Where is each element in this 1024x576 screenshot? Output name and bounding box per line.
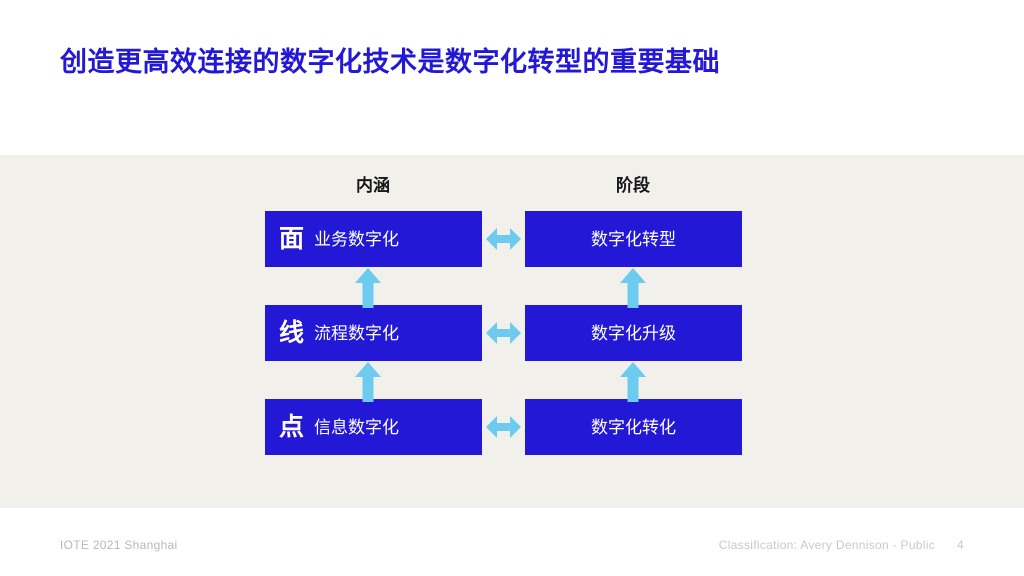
diagram-row: 面 业务数字化 数字化转型	[0, 211, 1024, 267]
stage-code-2: 点	[279, 412, 305, 441]
footer-right-group: Classification: Avery Dennison - Public …	[719, 538, 964, 552]
inner-box-0[interactable]: 面 业务数字化	[265, 211, 482, 267]
column-header-right: 阶段	[616, 176, 650, 195]
phase-box-2[interactable]: 数字化转化	[525, 399, 742, 455]
phase-label-0: 数字化转型	[591, 229, 676, 249]
page-title: 创造更高效连接的数字化技术是数字化转型的重要基础	[60, 47, 720, 77]
inner-box-2[interactable]: 点 信息数字化	[265, 399, 482, 455]
footer-event-label: IOTE 2021 Shanghai	[60, 538, 178, 552]
double-arrow-icon-2	[486, 412, 521, 442]
phase-label-2: 数字化转化	[591, 417, 676, 437]
phase-box-0[interactable]: 数字化转型	[525, 211, 742, 267]
stage-code-1: 线	[279, 318, 305, 347]
stage-label-2: 信息数字化	[314, 417, 400, 437]
column-header-left: 内涵	[356, 176, 390, 195]
footer-classification: Classification: Avery Dennison - Public	[718, 538, 936, 552]
diagram-row: 点 信息数字化 数字化转化	[0, 399, 1024, 455]
phase-label-1: 数字化升级	[591, 323, 676, 343]
stage-label-1: 流程数字化	[314, 323, 400, 343]
double-arrow-icon-0	[486, 224, 521, 254]
stage-label-0: 业务数字化	[314, 229, 400, 249]
stage-code-0: 面	[279, 224, 305, 253]
double-arrow-icon-1	[486, 318, 521, 348]
diagram-row: 线 流程数字化 数字化升级	[0, 305, 1024, 361]
phase-box-1[interactable]: 数字化升级	[525, 305, 742, 361]
inner-box-1[interactable]: 线 流程数字化	[265, 305, 482, 361]
page-number: 4	[957, 538, 964, 552]
